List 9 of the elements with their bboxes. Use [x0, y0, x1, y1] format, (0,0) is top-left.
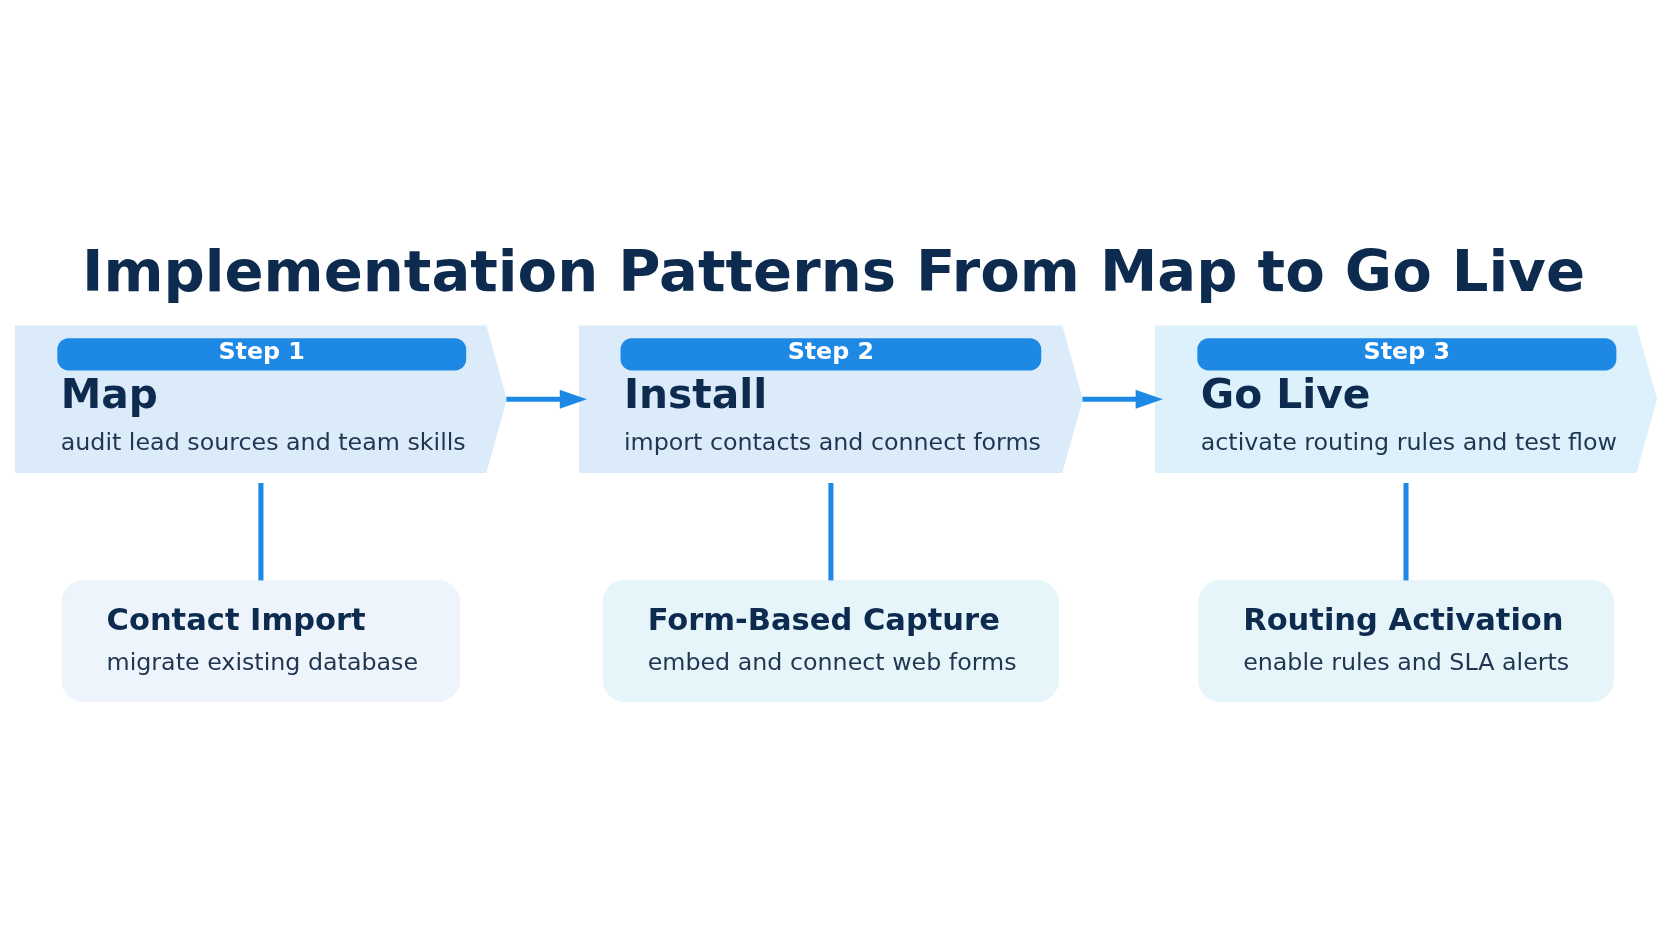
diagram-title: Implementation Patterns From Map to Go Live: [81, 236, 1586, 305]
node-box: Routing Activation enable rules and SLA alerts: [1198, 579, 1614, 702]
arrow: [1082, 389, 1163, 409]
connector: [258, 482, 264, 580]
connector: [828, 482, 834, 580]
connector: [1403, 482, 1409, 580]
node-box: Contact Import migrate existing database: [61, 579, 461, 702]
node-box: Form-Based Capture embed and connect web forms: [602, 579, 1060, 702]
arrow: [506, 389, 587, 409]
